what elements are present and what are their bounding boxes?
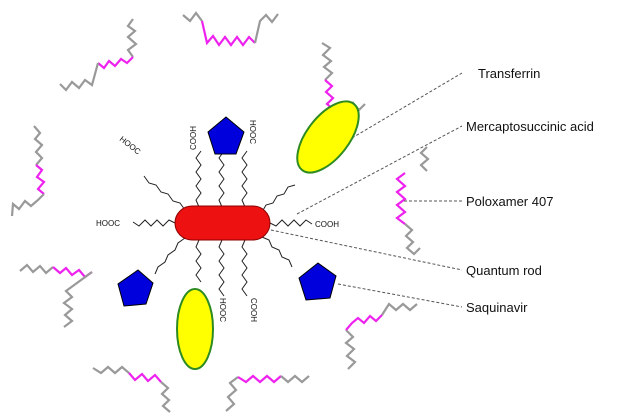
polymer-bottom-end	[160, 381, 171, 413]
polymer-right-core	[395, 172, 407, 225]
leader-lines	[265, 72, 463, 308]
polymer-topright	[321, 42, 334, 81]
polymer-right-end	[404, 223, 421, 256]
chain-down-3	[241, 239, 248, 297]
label-quantum-rod: Quantum rod	[466, 263, 542, 278]
polymer-bottomleft	[19, 263, 54, 275]
polymer-left	[33, 125, 44, 166]
polymer-bottomleft-end	[62, 271, 93, 328]
transferrin-top	[296, 100, 360, 174]
chain-downleft	[154, 237, 186, 275]
hooc-left: HOOC	[96, 219, 120, 228]
polymer-bottomright-end	[280, 374, 310, 384]
chain-saquinavir-1	[261, 236, 293, 268]
label-saquinavir: Saquinavir	[466, 300, 528, 315]
quantum-rod	[174, 205, 271, 241]
chain-down-2	[218, 239, 225, 297]
saquinavir-left	[117, 269, 154, 307]
polymer-bottomright-core	[237, 374, 282, 384]
hooc-up-3: HOOC	[248, 120, 257, 144]
chain-right	[269, 219, 313, 227]
polymer-bottom	[92, 365, 130, 375]
leader-transferrin	[351, 72, 463, 139]
polymer-bottom-core	[128, 372, 162, 383]
polymer-top-core	[200, 20, 256, 47]
chain-up-2	[218, 150, 225, 208]
polymer-bottomright	[225, 376, 239, 412]
transferrin-bottom	[176, 288, 214, 370]
cooh-up-1: COOH	[189, 126, 198, 150]
polymer-top	[182, 11, 203, 23]
chain-up-3	[241, 150, 248, 208]
polymer-right	[419, 146, 430, 172]
chain-down-1	[195, 239, 202, 283]
leader-saquinavir	[337, 283, 463, 308]
saquinavir-right	[298, 262, 337, 301]
chain-left	[132, 219, 176, 227]
polymer-lowright	[344, 329, 357, 370]
chain-upleft	[143, 175, 186, 211]
label-poloxamer: Poloxamer 407	[466, 194, 553, 209]
leader-mercaptosuccinic	[296, 125, 463, 215]
saquinavir-top	[207, 116, 245, 155]
cooh-down-3: COOH	[249, 298, 258, 322]
hooc-upleft: HOOC	[118, 134, 143, 156]
polymer-topleft	[126, 18, 138, 58]
polymer-lowright-core	[345, 314, 383, 331]
polymer-lowright-end	[381, 302, 418, 316]
polymer-left-core	[35, 164, 46, 195]
hooc-down-2: HOOC	[218, 298, 227, 322]
chain-up-1	[195, 150, 202, 208]
polymer-topleft-end	[59, 62, 100, 92]
polymer-topright-core	[324, 79, 335, 111]
label-transferrin: Transferrin	[478, 66, 540, 81]
leader-quantum-rod	[265, 228, 463, 271]
label-mercaptosuccinic: Mercaptosuccinic acid	[466, 119, 594, 134]
polymer-top-end	[253, 13, 279, 44]
ligand-chains	[132, 150, 313, 297]
polymer-topleft-core	[97, 56, 134, 70]
chain-transferrin-1	[261, 184, 296, 213]
cooh-right: COOH	[315, 220, 339, 229]
polymer-left-end	[10, 193, 45, 217]
